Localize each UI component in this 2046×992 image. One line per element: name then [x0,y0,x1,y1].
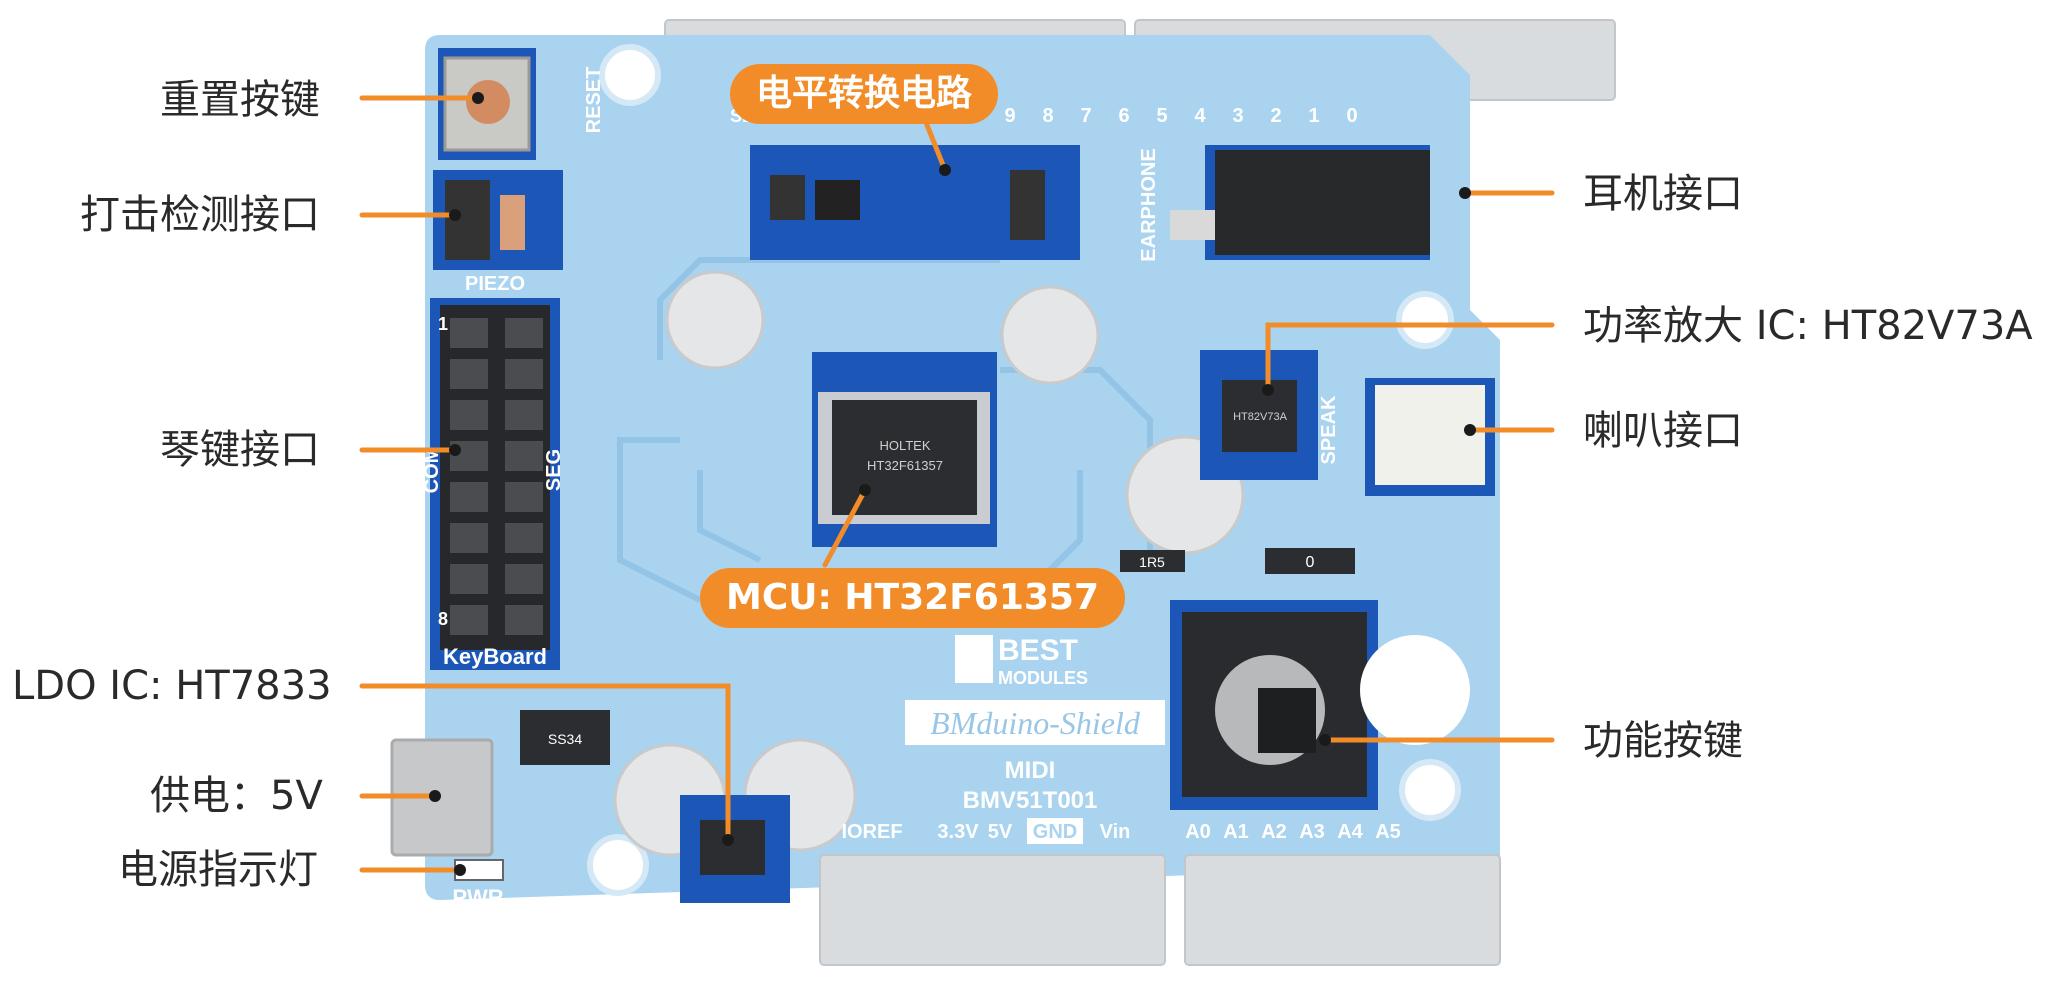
callout-speaker-port: 喇叭接口 [1583,408,1743,454]
keyboard-pin [450,605,488,635]
digital-pin-label: 0 [1346,105,1357,127]
silk-com: COM [421,447,443,494]
keyboard-pin [505,400,543,430]
callout-ldo: LDO IC: HT7833 [12,663,332,709]
res-1r5: 1R5 [1139,554,1165,570]
analog-pin-label: A1 [1223,821,1249,843]
silk-pin1: 1 [438,314,448,334]
keyboard-pin [450,400,488,430]
keyboard-pin [505,564,543,594]
product-name-plate [905,700,1165,745]
callout-power-supply: 供电：5V [150,773,323,819]
product-name: BMduino-Shield [930,705,1141,741]
analog-pin-label: A3 [1299,821,1325,843]
keyboard-pin [450,359,488,389]
mcu-mark-2: HT32F61357 [867,458,943,473]
leader-dots [429,92,1476,876]
silk-earphone: EARPHONE [1138,148,1160,261]
digital-pin-label: 7 [1080,105,1091,127]
brand-line2: MODULES [998,668,1088,688]
keyboard-pins [450,318,543,635]
rotary-encoder [1170,600,1378,810]
amp-chip: HT82V73A [1200,350,1318,480]
silk-seg: SEG [543,449,565,491]
keyboard-pin [450,564,488,594]
digital-pin-label: 2 [1270,105,1281,127]
digital-pin-label: 6 [1118,105,1129,127]
digital-pin-labels: 9 8 7 6 5 4 3 2 1 0 [1004,105,1357,127]
callout-power-led: 电源指示灯 [118,847,318,893]
mounting-holes [587,44,1461,896]
digital-pin-label: 8 [1042,105,1053,127]
analog-pin-label: A5 [1375,821,1401,843]
analog-pin-label: A4 [1337,821,1363,843]
ss34-diode [520,710,610,765]
silk-pin8: 8 [438,609,448,629]
keyboard-pin [505,523,543,553]
keyboard-pin [505,605,543,635]
product-code: BMV51T001 [963,787,1098,814]
callout-earphone-port: 耳机接口 [1583,171,1743,217]
digital-pin-label: 3 [1232,105,1243,127]
keyboard-pin [505,318,543,348]
product-sub: MIDI [1005,757,1056,784]
mode-dial-print [1360,635,1470,745]
mcu-chip: HOLTEK HT32F61357 [812,352,997,547]
brand-logo [955,635,993,683]
callout-piezo-port: 打击检测接口 [80,192,320,238]
power-pin-label: 3.3V [937,821,979,843]
resistors [1120,548,1355,574]
ldo-chip [680,795,790,903]
earphone-jack [1170,145,1430,260]
digital-pin-label: 9 [1004,105,1015,127]
silk-speak: SPEAK [1318,395,1340,464]
power-pin-labels: IOREF 3.3V 5V GND Vin [841,818,1130,844]
callout-amp-ic: 功率放大 IC: HT82V73A [1583,303,2033,349]
bottom-header [819,854,1501,966]
keyboard-pin [450,318,488,348]
keyboard-pin [450,482,488,512]
analog-pin-label: A0 [1185,821,1211,843]
callout-keyboard-port: 琴键接口 [160,427,320,473]
keyboard-pin [505,359,543,389]
power-pin-label: GND [1033,821,1077,843]
ss34-label: SS34 [548,731,582,747]
capacitors [613,270,1245,857]
analog-pin-label: A2 [1261,821,1287,843]
power-pin-label: Vin [1100,821,1131,843]
silk-piezo: PIEZO [465,273,525,295]
speaker-connector [1365,378,1495,496]
callout-reset-button: 重置按键 [160,77,320,123]
res-0: 0 [1306,554,1315,571]
level-shift-block [750,145,1080,260]
power-pin-label: IOREF [841,821,902,843]
leader-lines [359,95,1555,873]
silk-reset: RESET [583,67,605,134]
mcu-mark-1: HOLTEK [879,438,930,453]
amp-mark: HT82V73A [1233,411,1287,423]
power-pin-label: 5V [988,821,1013,843]
digital-pin-label: 4 [1194,105,1206,127]
callout-function-key: 功能按键 [1583,718,1743,764]
keyboard-pin [505,441,543,471]
gnd-highlight [1027,818,1083,844]
analog-pin-labels: A0 A1 A2 A3 A4 A5 [1185,821,1401,843]
digital-pin-label: 1 [1308,105,1319,127]
digital-pin-label: 5 [1156,105,1167,127]
silk-pwr: PWR [452,885,503,910]
callout-mcu: MCU: HT32F61357 [700,568,1126,628]
reset-button [438,48,536,160]
keyboard-pin [505,482,543,512]
keyboard-pin [450,523,488,553]
silk-keyboard: KeyBoard [443,644,547,669]
brand-line1: BEST [998,634,1078,667]
callout-level-shift: 电平转换电路 [730,64,999,124]
